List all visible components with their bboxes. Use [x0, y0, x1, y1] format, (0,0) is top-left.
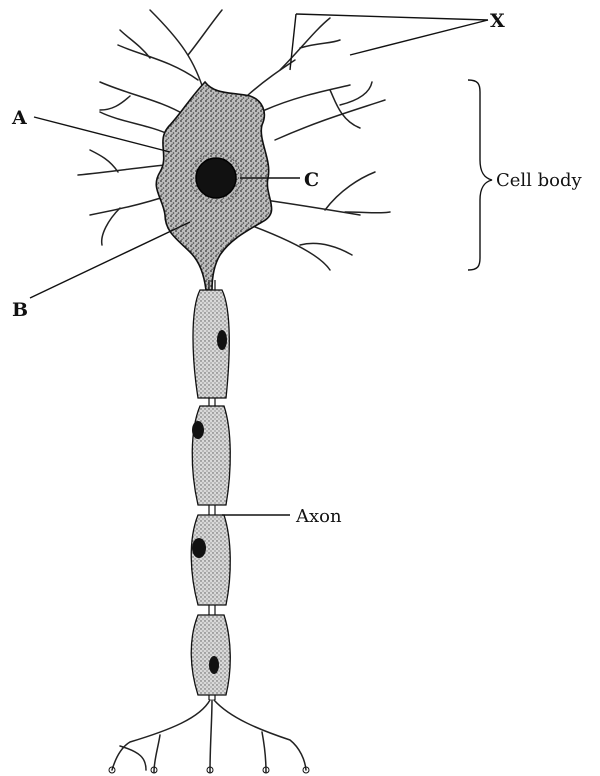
- label-x: X: [490, 10, 505, 32]
- label-a: A: [11, 107, 27, 129]
- label-cell-body: Cell body: [496, 170, 583, 191]
- leader-lines: [30, 14, 492, 515]
- nucleus: [196, 158, 236, 198]
- label-b: B: [12, 299, 28, 321]
- myelin-segment: [192, 406, 230, 505]
- axon-terminals: [109, 700, 309, 773]
- label-axon: Axon: [295, 506, 342, 527]
- myelin-sheath: [191, 290, 230, 695]
- cell-body-brace: [468, 80, 492, 270]
- myelin-segment: [191, 615, 230, 695]
- label-c: C: [304, 169, 319, 191]
- myelin-segment: [191, 515, 230, 605]
